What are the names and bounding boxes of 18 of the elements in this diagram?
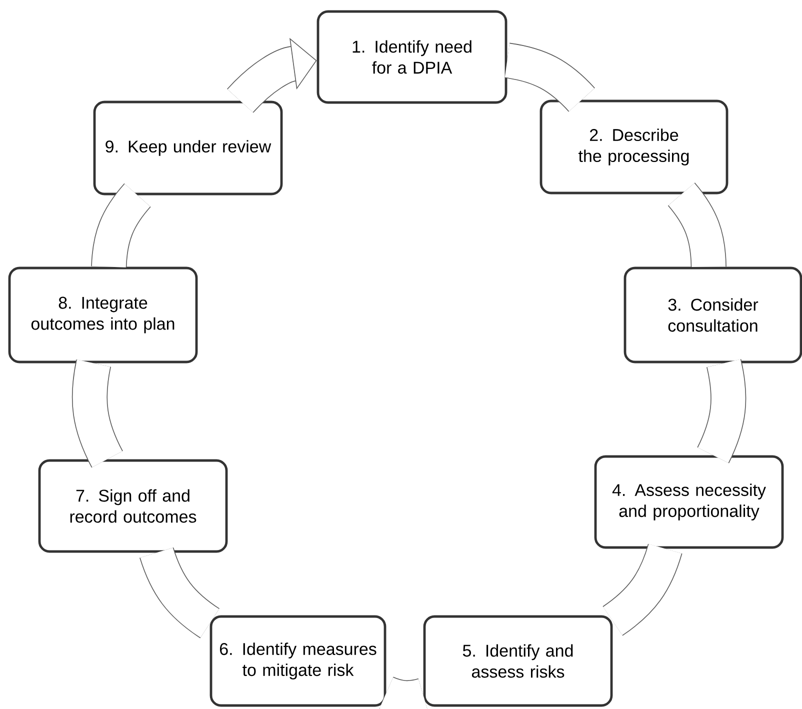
ring-segment xyxy=(91,184,151,268)
step-box: 5. Identify and assess risks xyxy=(423,615,613,707)
ring-arrow xyxy=(227,38,317,114)
ring-segment xyxy=(602,544,682,636)
step-box: 8. Integrate outcomes into plan xyxy=(8,266,198,364)
ring-segment xyxy=(504,42,595,112)
step-box: 7. Sign off and record outcomes xyxy=(38,459,228,553)
step-box: 2. Describe the processing xyxy=(540,100,728,194)
ring-segment xyxy=(379,676,428,709)
step-box: 3. Consider consultation xyxy=(624,266,802,364)
step-box: 9. Keep under review xyxy=(93,100,283,196)
ring-segment xyxy=(697,359,746,463)
ring-segment xyxy=(140,547,220,638)
step-box: 4. Assess necessity and proportionality xyxy=(594,455,784,549)
step-box: 1. Identify need for a DPIA xyxy=(316,10,508,104)
ring-segment xyxy=(668,182,726,268)
ring-segment xyxy=(72,360,124,468)
step-box: 6. Identify measures to mitigate risk xyxy=(210,615,386,707)
